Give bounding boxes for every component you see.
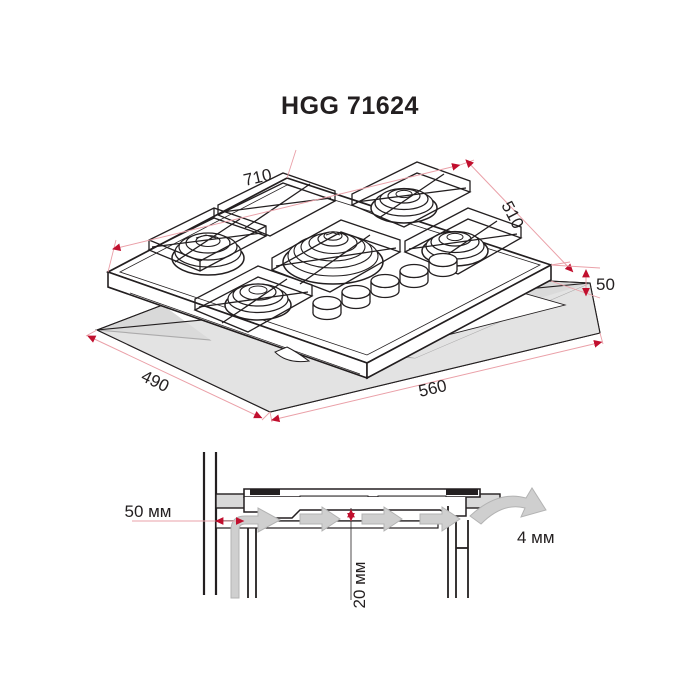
control-knob-group[interactable] — [312, 252, 458, 321]
dimension-4mm: 4 мм — [517, 528, 555, 547]
dimension-20mm: 20 мм — [347, 508, 369, 609]
airflow-arrow — [361, 506, 403, 532]
dimension-560: 560 — [269, 332, 604, 423]
page-title: HGG 71624 — [281, 92, 419, 120]
control-knob — [428, 252, 458, 278]
airflow-arrow — [419, 506, 461, 532]
wall — [202, 452, 218, 595]
dimension-50: 50 — [550, 264, 615, 299]
control-knob — [341, 284, 371, 310]
control-knob — [370, 273, 400, 299]
airflow-arrow-group — [230, 487, 547, 599]
dimension-20mm-label: 20 мм — [350, 561, 369, 608]
airflow-arrow — [299, 506, 341, 532]
control-knob — [312, 295, 342, 321]
control-knob — [399, 263, 429, 289]
dimension-4mm-label: 4 мм — [517, 528, 555, 547]
dimension-50-label: 50 — [596, 275, 615, 294]
dimension-50mm-label: 50 мм — [124, 502, 171, 521]
dimension-50mm: 50 мм — [124, 502, 245, 525]
airflow-arrow-curved — [469, 487, 547, 525]
